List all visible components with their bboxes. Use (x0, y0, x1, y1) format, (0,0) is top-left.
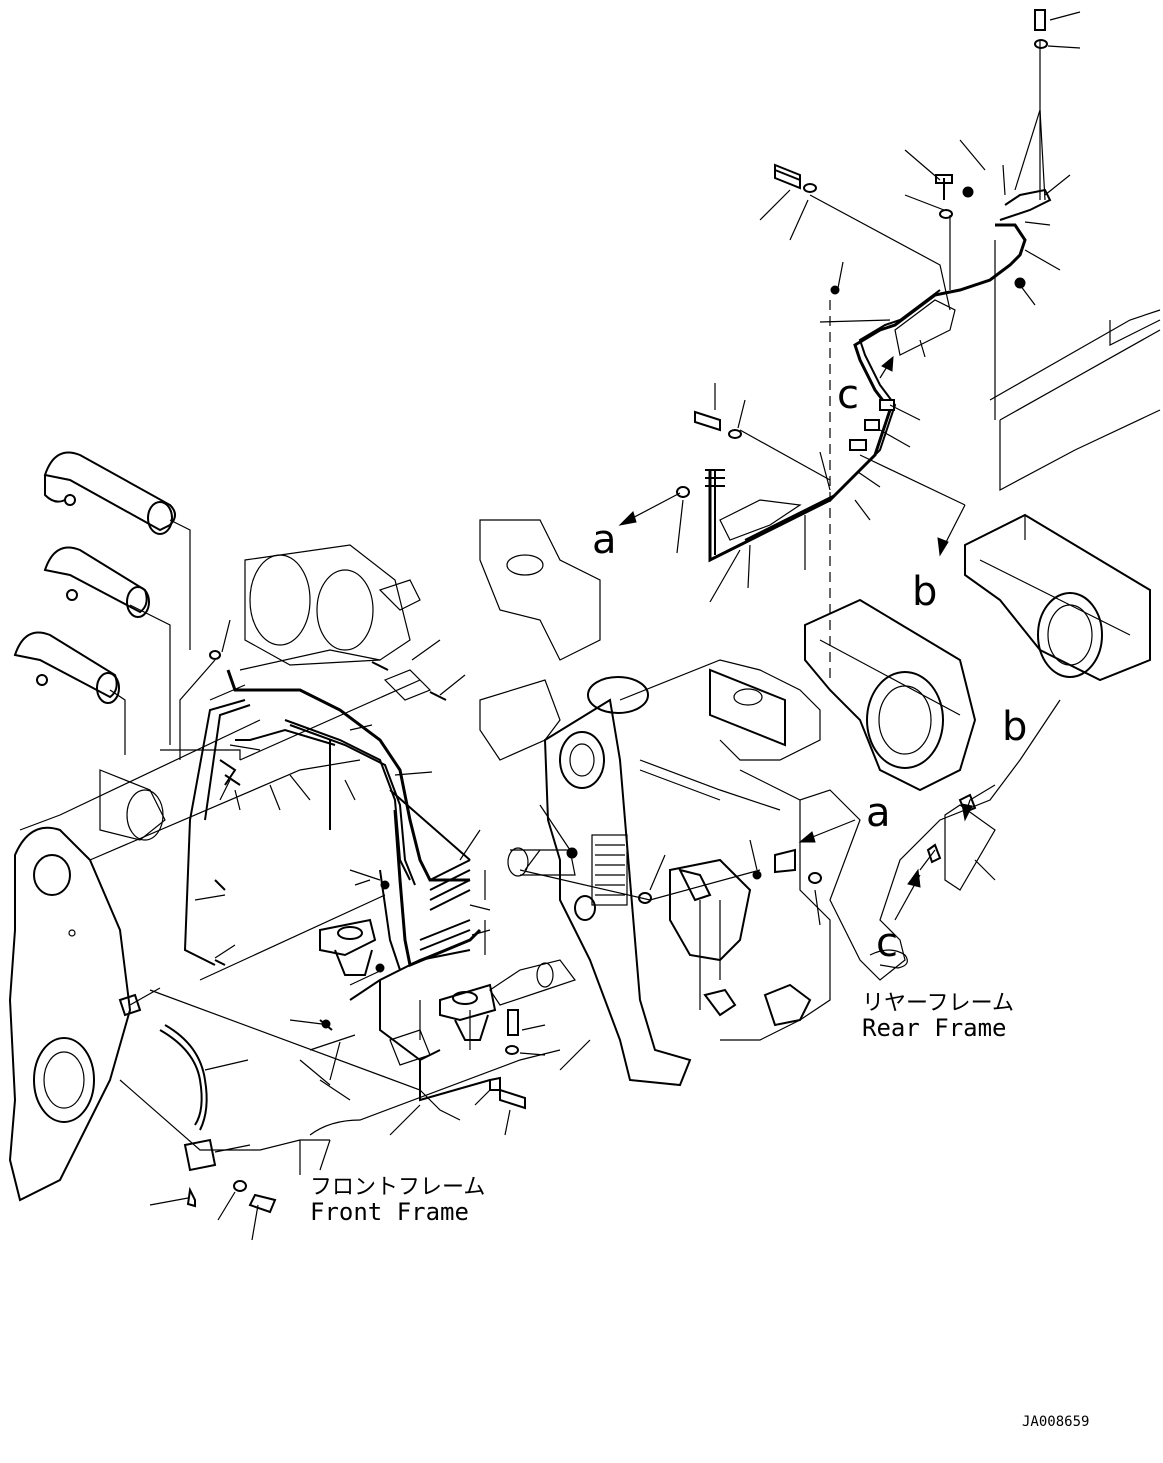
drawing-id: JA008659 (1022, 1414, 1089, 1430)
leader-lines-upper (676, 11, 1081, 603)
callout-b-mid: b (1002, 704, 1027, 750)
rear-frame-label-jp: リヤーフレーム (862, 991, 1014, 1016)
rear-frame-drawing (619, 240, 1161, 1041)
rear-harness (676, 9, 1052, 680)
callout-a-top: a (592, 517, 617, 563)
reference-arrows (618, 355, 996, 969)
callout-c-bottom: c (876, 920, 898, 966)
callout-b-top: b (912, 569, 937, 615)
pin-3 (13, 631, 120, 704)
callout-a-mid: a (866, 790, 891, 836)
callout-c-top: c (837, 372, 859, 418)
front-frame-label-en: Front Frame (310, 1198, 469, 1226)
rear-frame-label-en: Rear Frame (862, 1014, 1007, 1042)
front-frame-drawing (8, 451, 812, 1202)
leader-lines-lower (129, 619, 996, 1241)
callout-labels: a b c a b c (592, 372, 1027, 966)
front-harness (118, 649, 822, 1214)
pin-1 (43, 451, 176, 535)
frame-labels: リヤーフレーム Rear Frame フロントフレーム Front Frame (310, 991, 1014, 1226)
front-frame-label-jp: フロントフレーム (310, 1175, 485, 1200)
